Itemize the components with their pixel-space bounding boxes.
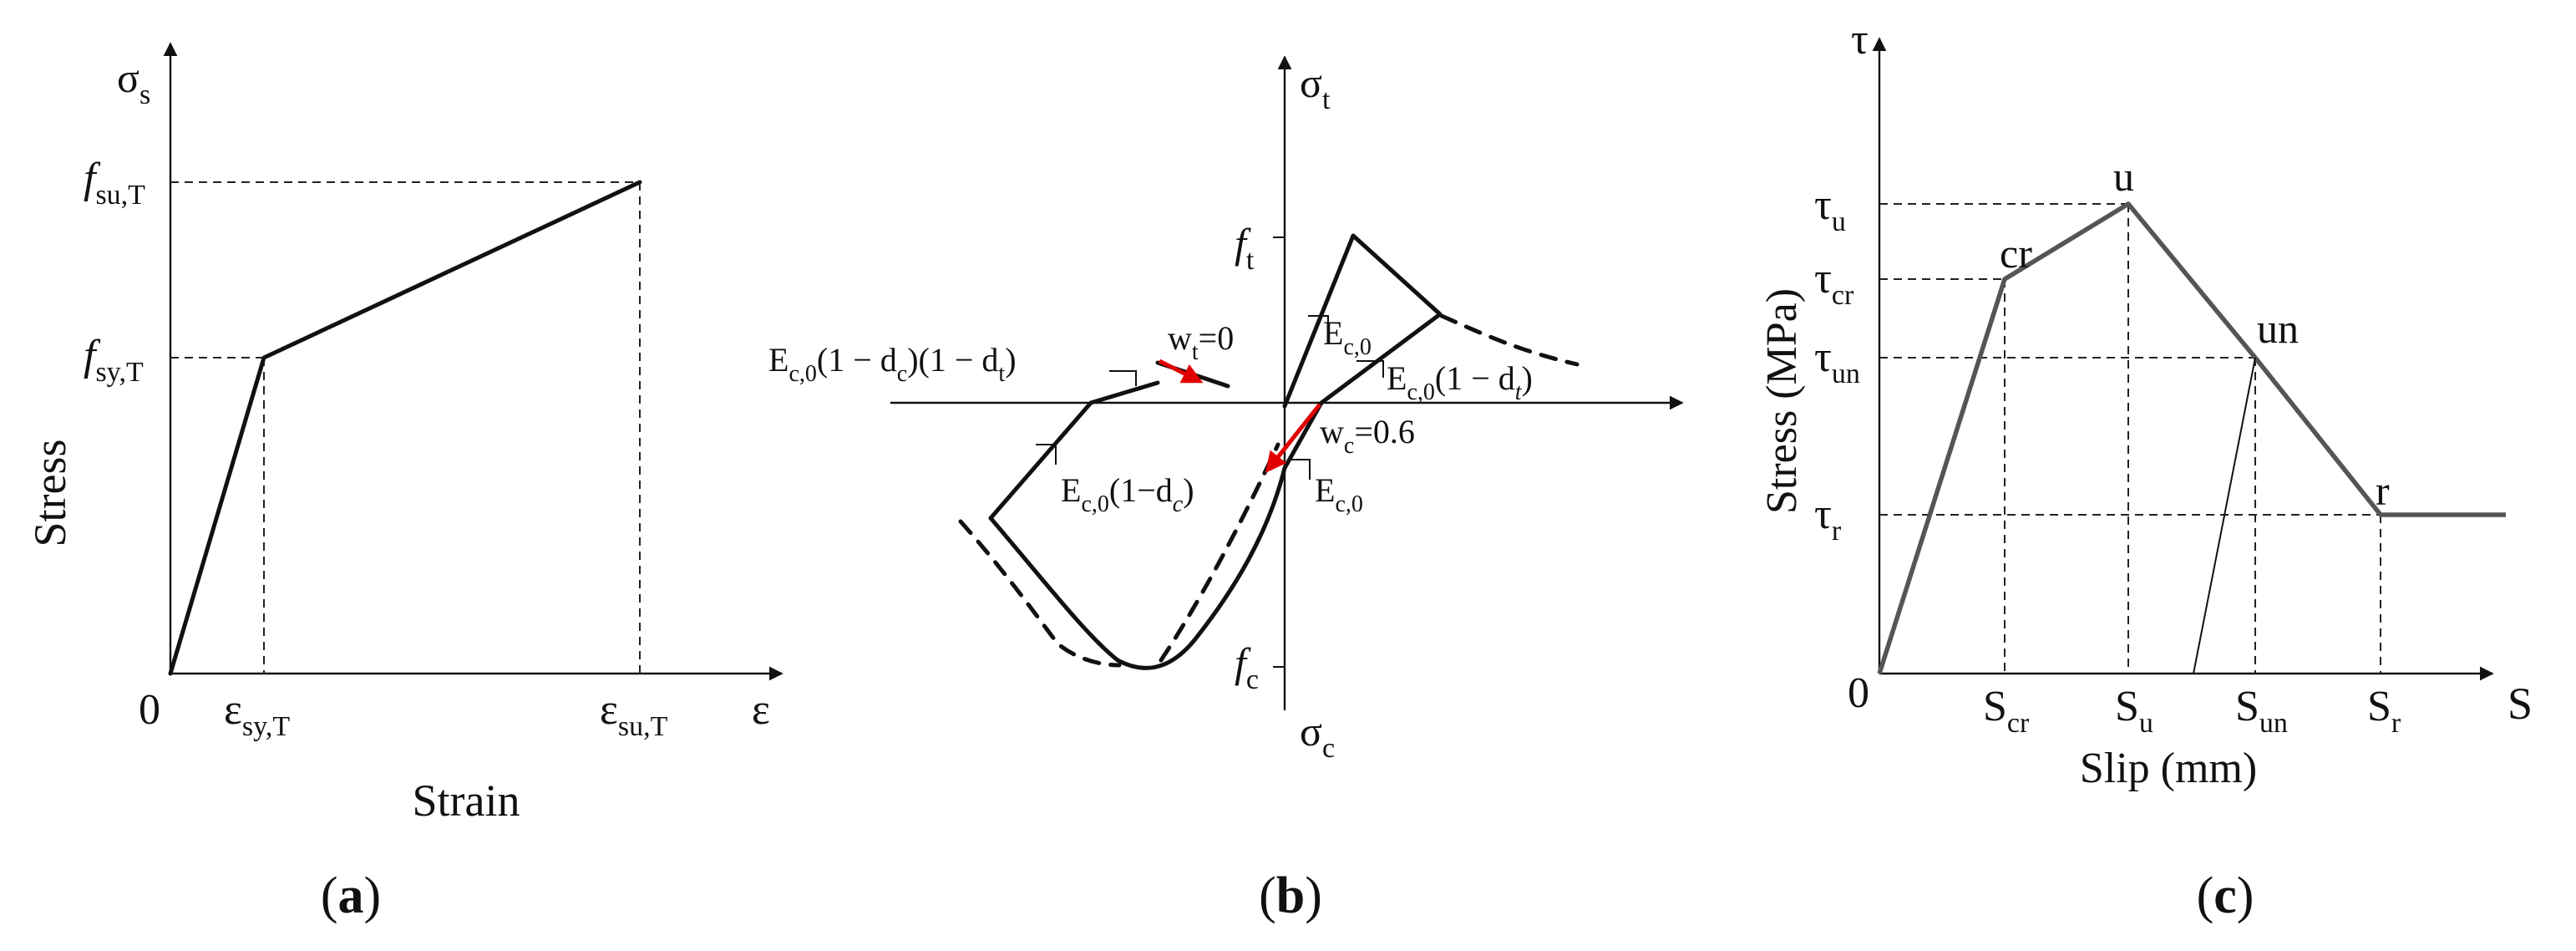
a-tick-esy: εsy,T [224,686,290,742]
a-tick-fy: fsy,T [84,332,144,388]
c-tick-tau-un: τun [1814,333,1860,389]
b-slope-dt: Ec,0(1 − dt) [1387,359,1533,405]
c-tick-s-un: Sun [2235,683,2288,739]
b-wc-arrow [1265,403,1321,473]
b-ft-label: ft [1235,220,1255,276]
c-x-axis-label: S [2508,679,2533,729]
b-slope-marker-dcdt [1109,370,1137,386]
b-compression-reload-dash [1159,442,1280,663]
b-wt-arrow [1158,359,1204,384]
a-tick-fu: fsu,T [84,155,145,211]
b-compression-bottom [988,465,1287,670]
b-slope-ec0-top: Ec,0 [1323,314,1372,360]
a-xlabel: Strain [413,776,520,826]
panel-c: τ S 0 τu τcr τun τr Scr Su Sun Sr cr u u… [1758,16,2533,924]
b-slope-marker-ec0 [1291,459,1311,480]
b-tension-envelope [1282,233,1443,409]
c-caption: (c) [2197,867,2254,924]
a-steel-curve [168,180,642,676]
c-tick-tau-cr: τcr [1814,255,1854,311]
a-y-axis-label: σs [117,54,150,110]
a-caption: (a) [321,867,381,924]
a-x-axis-label: ε [752,686,770,734]
b-compression-reload [1282,400,1324,470]
c-tick-s-cr: Scr [1983,683,2030,739]
b-slope-ec0-bottom: Ec,0 [1315,471,1363,517]
b-wc-label: wc=0.6 [1320,413,1415,459]
b-fc-label: fc [1235,639,1259,695]
c-point-cr: cr [2000,230,2032,277]
c-point-r: r [2376,467,2390,514]
b-tension-softening [1439,313,1580,367]
c-ylabel: Stress (MPa) [1758,288,1806,514]
b-compression-left [988,380,1160,521]
a-origin: 0 [139,686,160,734]
c-tick-s-u: Su [2115,683,2153,739]
c-point-un: un [2257,305,2299,352]
b-slope-marker-top [1308,315,1329,343]
panel-b: σt σc ft fc Ec,0 Ec,0(1 − dt) Ec,0(1 − d… [768,55,1684,924]
c-origin: 0 [1848,669,1869,717]
c-point-u: u [2113,153,2134,200]
b-sigma-c: σc [1300,708,1335,764]
b-sigma-t: σt [1300,59,1331,115]
b-slope-dc: Ec,0(1−dc) [1061,471,1194,517]
b-slope-marker-dc [1036,444,1057,465]
b-slope-dcdt: Ec,0(1 − dc)(1 − dt) [768,341,1017,387]
c-xlabel: Slip (mm) [2080,745,2257,792]
c-unloading-line [2193,357,2256,674]
c-bond-slip-curve [1877,201,2506,674]
b-wt-label: wt=0 [1168,319,1234,365]
b-caption: (b) [1259,867,1322,924]
b-slope-marker-dt [1356,360,1384,378]
c-tick-tau-r: τr [1814,491,1842,547]
c-y-axis-label: τ [1851,16,1869,64]
c-tick-tau-u: τu [1814,181,1846,237]
b-compression-left-tail [958,519,1122,668]
a-ylabel: Stress [25,439,75,547]
a-tick-esu: εsu,T [600,686,668,742]
panel-a: σs ε 0 fsu,T fsy,T εsy,T εsu,T Stress St… [25,42,783,924]
c-tick-s-r: Sr [2367,683,2401,739]
